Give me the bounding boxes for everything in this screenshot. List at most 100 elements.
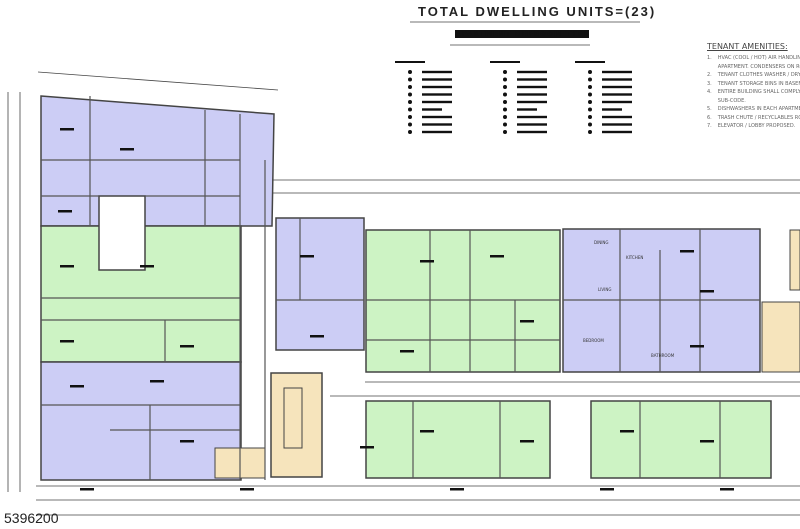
room-tag xyxy=(240,488,254,491)
room-tag xyxy=(620,430,634,433)
schedule-entry xyxy=(517,108,537,111)
schedule-entry xyxy=(422,108,442,111)
stair-treads xyxy=(283,387,303,449)
room-tag xyxy=(310,335,324,338)
schedule-entry xyxy=(517,70,547,74)
amenity-text: TRASH CHUTE / RECYCLABLES ROO xyxy=(717,114,800,121)
amenity-item: 6. TRASH CHUTE / RECYCLABLES ROO xyxy=(707,114,800,123)
schedule-bullet xyxy=(408,115,412,119)
amenity-number: 7. xyxy=(707,123,712,129)
schedule-bullet xyxy=(588,100,592,104)
room-tag xyxy=(120,148,134,151)
unit-fills xyxy=(40,95,800,481)
room-label-dining: DINING xyxy=(594,240,609,245)
courtyard xyxy=(98,195,146,271)
schedule-bullet xyxy=(503,85,507,89)
room-tag xyxy=(140,265,154,268)
room-tag xyxy=(520,440,534,443)
right-common-a xyxy=(789,229,800,291)
schedule-bullet xyxy=(588,77,592,82)
schedule-entry xyxy=(602,123,632,126)
schedule-bullet xyxy=(408,130,412,134)
room-tag xyxy=(720,488,734,491)
schedule-entry xyxy=(422,123,452,126)
room-tag xyxy=(80,488,94,491)
amenity-item: 5.DISHWASHERS IN EACH APARTMEN xyxy=(707,105,800,114)
schedule-entry xyxy=(422,93,452,96)
amenity-number: 6. xyxy=(707,114,712,121)
lower-green-a xyxy=(365,400,551,479)
room-tag xyxy=(60,128,74,131)
schedule-bullet xyxy=(503,115,507,119)
right-common-b xyxy=(761,301,800,373)
amenity-number: 4. xyxy=(707,89,712,95)
room-tag xyxy=(70,385,84,388)
room-tag xyxy=(680,250,694,253)
room-tag xyxy=(690,345,704,348)
center-green-unit xyxy=(365,229,561,373)
room-tag xyxy=(600,488,614,491)
amenity-text: TENANT CLOTHES WASHER / DRYER xyxy=(717,72,800,78)
schedule-entry xyxy=(602,70,632,74)
schedule-bullet xyxy=(408,92,412,97)
room-tag xyxy=(700,440,714,443)
room-tag xyxy=(60,265,74,268)
stair xyxy=(270,372,323,478)
room-tag xyxy=(58,210,72,213)
listing-watermark: 5396200 xyxy=(4,510,59,526)
schedule-entry xyxy=(422,70,452,74)
room-tag xyxy=(150,380,164,383)
schedule-bullet xyxy=(503,77,507,82)
schedule-bullet xyxy=(408,85,412,89)
schedule-entry xyxy=(422,115,452,119)
bedroom-type-subtitle: APARTMENT BEDROOM TYPE xyxy=(455,30,590,38)
room-tag xyxy=(180,345,194,348)
room-tag xyxy=(180,440,194,443)
room-tag xyxy=(520,320,534,323)
amenity-number: 5. xyxy=(707,106,712,112)
left-wing-lower xyxy=(40,361,242,481)
schedule-bullet xyxy=(588,115,592,119)
schedule-entry xyxy=(602,115,632,119)
schedule-entry xyxy=(602,100,632,104)
schedule-entry xyxy=(517,123,547,126)
amenity-item: 2. TENANT CLOTHES WASHER / DRYER xyxy=(707,71,800,80)
middle-unit xyxy=(275,217,365,351)
amenity-item: 3.TENANT STORAGE BINS IN BASEME xyxy=(707,80,800,89)
schedule-entry xyxy=(602,130,632,134)
lower-green-b xyxy=(590,400,772,479)
total-units-title: TOTAL DWELLING UNITS=(23) xyxy=(418,4,657,19)
unit-type-schedule xyxy=(395,61,632,134)
schedule-entry xyxy=(602,108,622,111)
schedule-entry xyxy=(517,85,547,89)
schedule-bullet xyxy=(588,107,592,112)
schedule-bullet xyxy=(408,77,412,82)
room-tags xyxy=(58,128,734,491)
schedule-bullet xyxy=(503,130,507,134)
schedule-bullet xyxy=(588,92,592,97)
room-tag xyxy=(60,340,74,343)
interior-walls xyxy=(41,96,760,480)
schedule-entry xyxy=(517,100,547,104)
schedule-bullet xyxy=(408,70,412,74)
amenity-item: 7.ELEVATOR / LOBBY PROPOSED. xyxy=(707,122,800,131)
tenant-amenities: TENANT AMENITIES: 1.HVAC (COOL / HOT) AI… xyxy=(707,42,800,131)
room-tag xyxy=(400,350,414,353)
schedule-bullet xyxy=(588,70,592,74)
schedule-entry xyxy=(517,78,547,81)
amenity-number: 1. xyxy=(707,55,712,61)
schedule-entry xyxy=(602,85,632,89)
schedule-bullet xyxy=(503,92,507,97)
schedule-header xyxy=(395,61,425,63)
amenity-number: 2. xyxy=(707,72,712,78)
room-tag xyxy=(360,446,374,449)
room-label-living: LIVING xyxy=(598,287,612,292)
schedule-entry xyxy=(422,85,452,89)
schedule-entry xyxy=(422,100,452,104)
dimension-lines xyxy=(7,21,800,516)
amenity-number: 3. xyxy=(707,80,712,87)
